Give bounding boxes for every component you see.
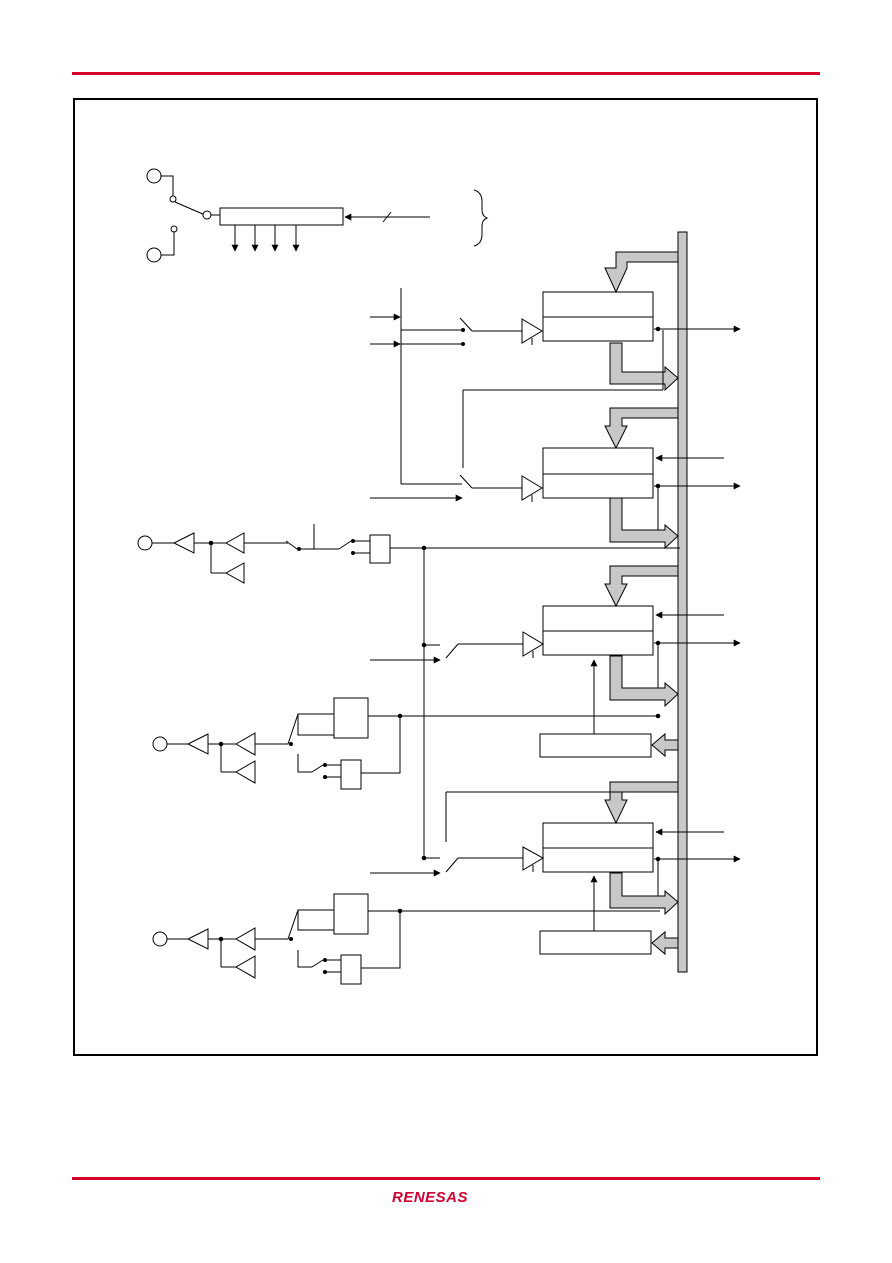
- clock-input-pin-2: [146, 247, 162, 263]
- header-rule: [72, 72, 820, 75]
- edge-detector-a: [369, 534, 391, 564]
- input-pin-b: [152, 736, 168, 752]
- clock-input-pin-1: [146, 168, 162, 184]
- footer-rule: [72, 1177, 820, 1180]
- gate-triangle-3: [522, 846, 545, 871]
- edge-detector-b: [340, 759, 362, 790]
- gate-triangle-0: [521, 318, 543, 344]
- input-selectors: [370, 288, 680, 931]
- output-lines: [654, 325, 741, 896]
- prescaler-block: [219, 207, 344, 226]
- filter-block-b1: [333, 697, 369, 739]
- reload-register-2: [539, 733, 652, 758]
- figure-frame: [73, 98, 818, 1056]
- clock-prescaler-section: [146, 168, 489, 263]
- input-pin-section-1: [137, 524, 391, 584]
- renesas-logo: RENESAS: [392, 1189, 468, 1206]
- bus-arrows: [604, 251, 679, 956]
- timer-register-1: [542, 447, 654, 499]
- input-pin-section-2: [152, 697, 661, 790]
- timer-channels: [539, 291, 654, 955]
- input-pin-section-3: [152, 893, 660, 985]
- svg-text:RENESAS: RENESAS: [392, 1189, 468, 1206]
- input-pin-c: [152, 931, 168, 947]
- brace: [473, 189, 489, 247]
- filter-block-c1: [333, 893, 369, 935]
- input-pin-a: [137, 535, 153, 551]
- clock-select-switch: [174, 201, 206, 216]
- edge-detector-c: [340, 954, 362, 985]
- internal-data-bus: [677, 231, 688, 973]
- gate-triangle-2: [522, 631, 544, 657]
- reload-register-3: [539, 930, 652, 955]
- gate-triangle-1: [521, 475, 543, 501]
